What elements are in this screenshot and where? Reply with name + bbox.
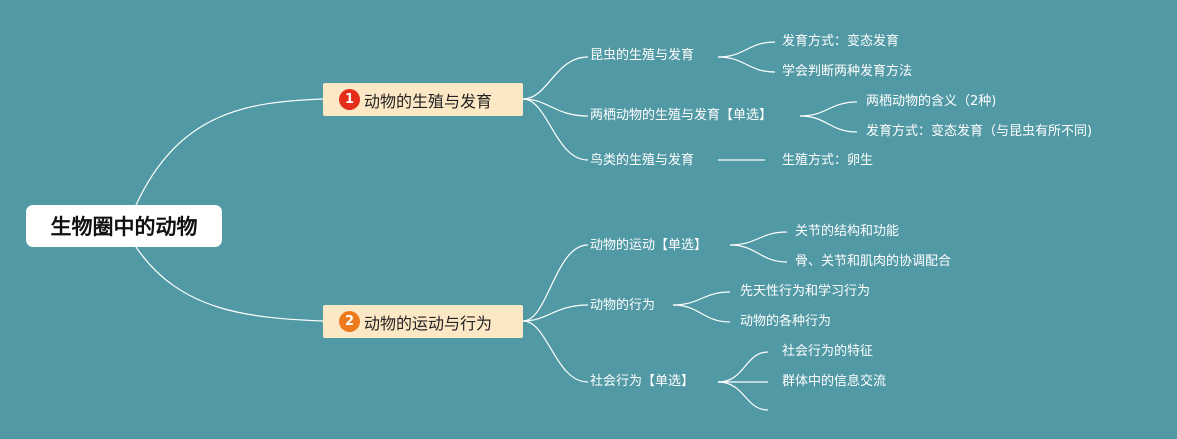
- branch-label-2: 动物的运动与行为: [364, 313, 493, 333]
- subtopic-joint-structure[interactable]: 关节的结构和功能: [795, 224, 900, 239]
- branch-node-1[interactable]: 1 动物的生殖与发育: [323, 83, 523, 116]
- connector-root-branch-2: [135, 246, 324, 322]
- connector-branch1-bird: [522, 98, 589, 161]
- root-node[interactable]: 生物圈中的动物: [26, 205, 222, 247]
- topic-animal-movement[interactable]: 动物的运动【单选】: [590, 238, 708, 253]
- number-badge-1: 1: [339, 89, 360, 110]
- subtopic-oviparous[interactable]: 生殖方式：卵生: [782, 153, 874, 168]
- connector-social-sub-3: [717, 381, 769, 411]
- connector-root-branch-1: [135, 98, 324, 206]
- topic-amphibian-reproduction[interactable]: 两栖动物的生殖与发育【单选】: [590, 108, 773, 123]
- subtopic-metamorphosis-insect[interactable]: 发育方式：变态发育: [782, 34, 900, 49]
- subtopic-amphibian-definition[interactable]: 两栖动物的含义（2种): [866, 94, 997, 109]
- subtopic-group-communication[interactable]: 群体中的信息交流: [782, 374, 887, 389]
- subtopic-bone-joint-muscle[interactable]: 骨、关节和肌肉的协调配合: [795, 254, 952, 269]
- connector-branch1-insect: [522, 56, 589, 100]
- topic-social-behavior[interactable]: 社会行为【单选】: [590, 374, 695, 389]
- branch-label-1: 动物的生殖与发育: [364, 91, 493, 111]
- number-badge-2: 2: [339, 311, 360, 332]
- connector-branch2-social: [522, 320, 589, 383]
- subtopic-innate-learned[interactable]: 先天性行为和学习行为: [740, 284, 871, 299]
- subtopic-various-behaviors[interactable]: 动物的各种行为: [740, 314, 832, 329]
- topic-insect-reproduction[interactable]: 昆虫的生殖与发育: [590, 48, 695, 63]
- connector-insect-sub-1: [717, 41, 776, 58]
- topic-bird-reproduction[interactable]: 鸟类的生殖与发育: [590, 153, 695, 168]
- subtopic-metamorphosis-amphibian[interactable]: 发育方式：变态发育（与昆虫有所不同): [866, 124, 1093, 139]
- topic-animal-behavior[interactable]: 动物的行为: [590, 298, 656, 313]
- connector-branch1-amphibian: [522, 98, 589, 117]
- subtopic-social-features[interactable]: 社会行为的特征: [782, 344, 874, 359]
- connector-movement-sub-2: [729, 244, 788, 263]
- connector-movement-sub-1: [729, 231, 788, 246]
- connector-insect-sub-2: [717, 56, 776, 73]
- connector-amphibian-sub-2: [799, 115, 858, 133]
- connector-branch2-movement: [522, 244, 589, 322]
- branch-node-2[interactable]: 2 动物的运动与行为: [323, 305, 523, 338]
- connector-branch2-behavior: [522, 304, 589, 322]
- connector-amphibian-sub-1: [799, 101, 858, 117]
- connector-behavior-sub-1: [672, 291, 731, 306]
- connector-social-sub-1: [717, 351, 769, 383]
- subtopic-judge-development[interactable]: 学会判断两种发育方法: [782, 64, 913, 79]
- connector-behavior-sub-2: [672, 304, 731, 323]
